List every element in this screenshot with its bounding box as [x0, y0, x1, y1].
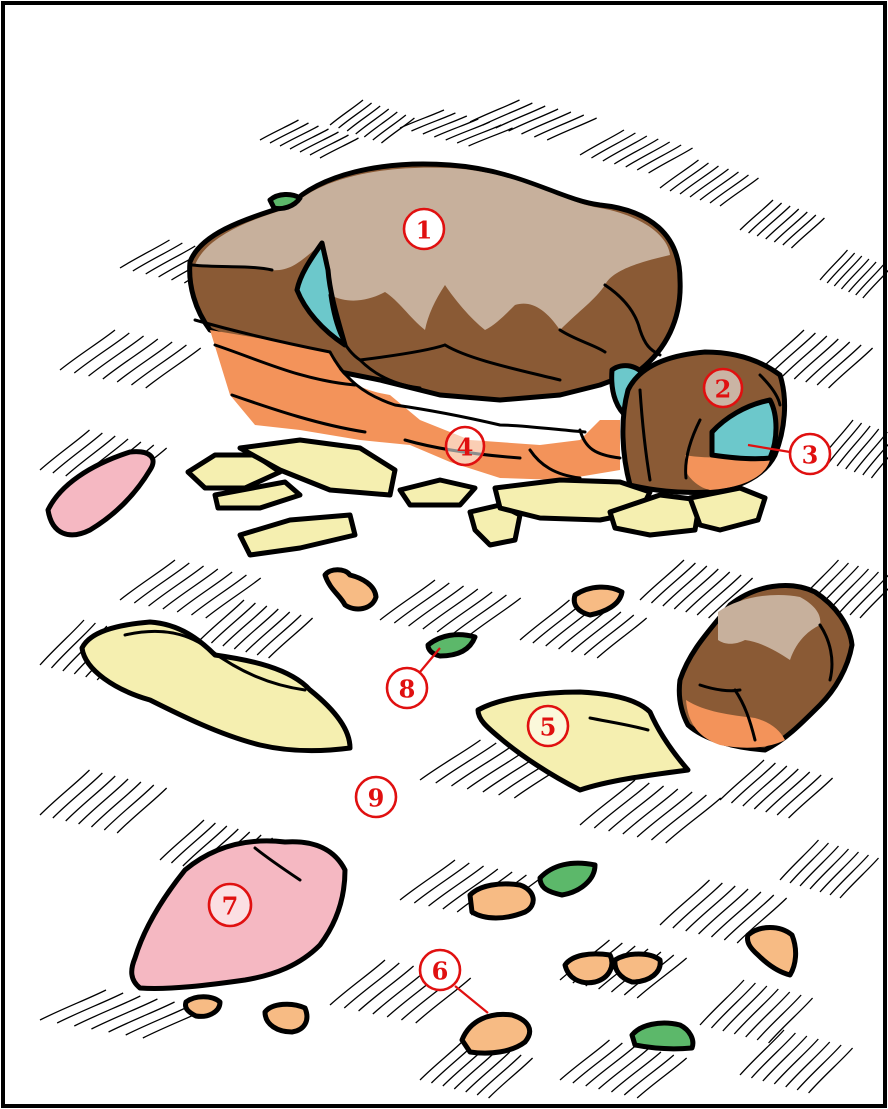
callout-3-text: 3 [802, 441, 819, 470]
callout-8-text: 8 [399, 675, 416, 704]
callout-4-text: 4 [457, 433, 474, 462]
peach-pebble-g [185, 997, 220, 1017]
peach-pebble-e [615, 954, 660, 982]
callout-1-text: 1 [416, 216, 433, 245]
peach-pebble-c [470, 884, 533, 918]
callout-7: 7 [209, 884, 251, 926]
callout-5-text: 5 [540, 713, 557, 742]
callout-5: 5 [528, 706, 568, 746]
green-pebble-c [632, 1023, 693, 1049]
callout-9-text: 9 [368, 784, 385, 813]
callout-2-text: 2 [715, 375, 732, 404]
callout-4: 4 [446, 427, 484, 465]
peach-pebble-h [265, 1004, 307, 1032]
peach-pebble-d [565, 954, 612, 983]
callout-2: 2 [704, 369, 742, 407]
callout-9: 9 [356, 777, 396, 817]
yellow-slab-i [690, 488, 765, 530]
callout-1: 1 [404, 209, 444, 249]
callout-6-text: 6 [432, 957, 449, 986]
rock-2 [623, 352, 785, 493]
callout-7-text: 7 [222, 892, 239, 921]
